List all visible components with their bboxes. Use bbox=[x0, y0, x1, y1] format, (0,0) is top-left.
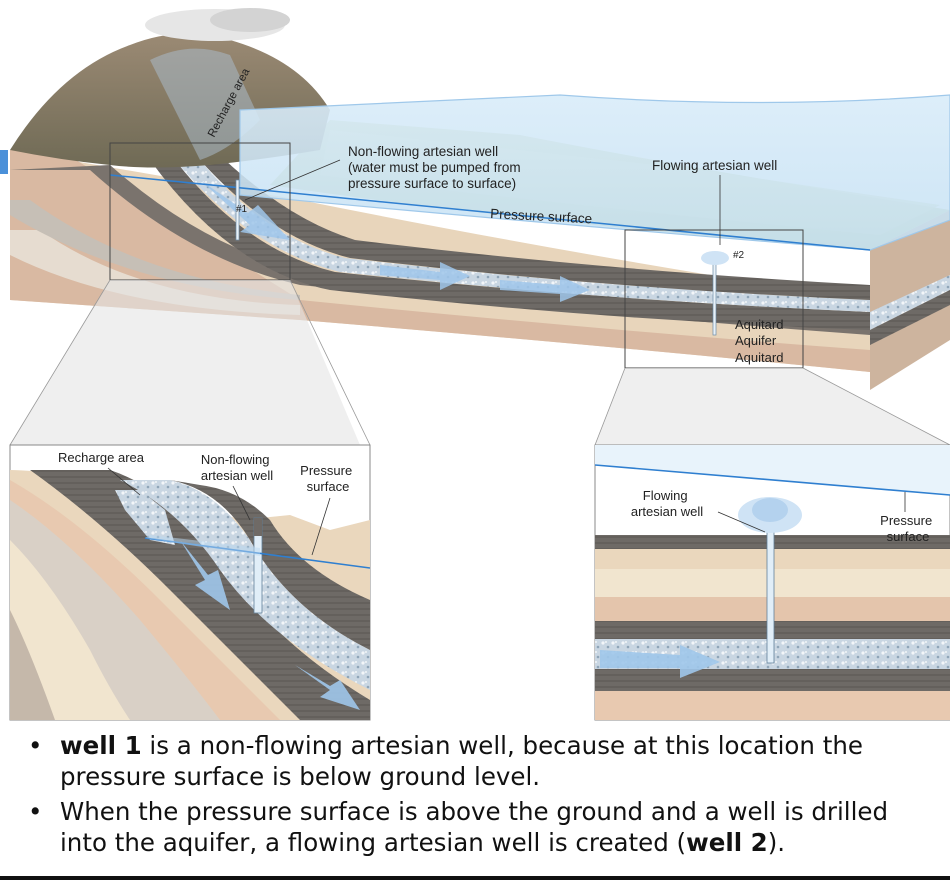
slide-accent-mark bbox=[0, 150, 8, 174]
bullet-2-pre: When the pressure surface is above the g… bbox=[60, 797, 889, 857]
right-inset-well bbox=[766, 529, 775, 664]
bullet-well-1: well 1 is a non-flowing artesian well, b… bbox=[28, 730, 933, 792]
label-aquitard-lower: Aquitard bbox=[735, 350, 783, 365]
bullet-1-bold: well 1 bbox=[60, 731, 142, 760]
block-diagram: Recharge area Non-flowing artesian well … bbox=[10, 8, 950, 390]
label-nonflowing-well: Non-flowing artesian well (water must be… bbox=[348, 144, 524, 191]
bullet-1-text: is a non-flowing artesian well, because … bbox=[60, 731, 863, 791]
left-inset-label-recharge: Recharge area bbox=[58, 450, 145, 465]
left-inset: Recharge area Non-flowing artesian well … bbox=[9, 444, 371, 721]
bullet-list: well 1 is a non-flowing artesian well, b… bbox=[28, 730, 933, 862]
right-inset: Flowing artesian well Pressure surface bbox=[594, 444, 950, 721]
right-inset-label-pressure: Pressure surface bbox=[880, 513, 936, 544]
bottom-rule bbox=[0, 876, 950, 880]
bullet-2-bold: well 2 bbox=[686, 828, 768, 857]
artesian-well-diagram: Recharge area Non-flowing artesian well … bbox=[0, 8, 950, 721]
label-pressure-surface: Pressure surface bbox=[490, 206, 593, 226]
well-2 bbox=[712, 259, 717, 336]
right-inset-pressure-line bbox=[595, 464, 950, 496]
label-aquitard-upper: Aquitard bbox=[735, 317, 783, 332]
left-inset-label-nonflowing: Non-flowing artesian well bbox=[201, 452, 273, 483]
label-well-1: #1 bbox=[236, 204, 248, 215]
right-inset-label-flowing: Flowing artesian well bbox=[631, 488, 703, 519]
label-aquifer: Aquifer bbox=[735, 333, 777, 348]
bullet-2-post: ). bbox=[767, 828, 786, 857]
label-well-2: #2 bbox=[733, 250, 745, 261]
bullet-well-2: When the pressure surface is above the g… bbox=[28, 796, 933, 858]
left-inset-label-pressure: Pressure surface bbox=[300, 463, 356, 494]
well-1 bbox=[235, 179, 240, 241]
label-flowing-well: Flowing artesian well bbox=[652, 158, 777, 173]
